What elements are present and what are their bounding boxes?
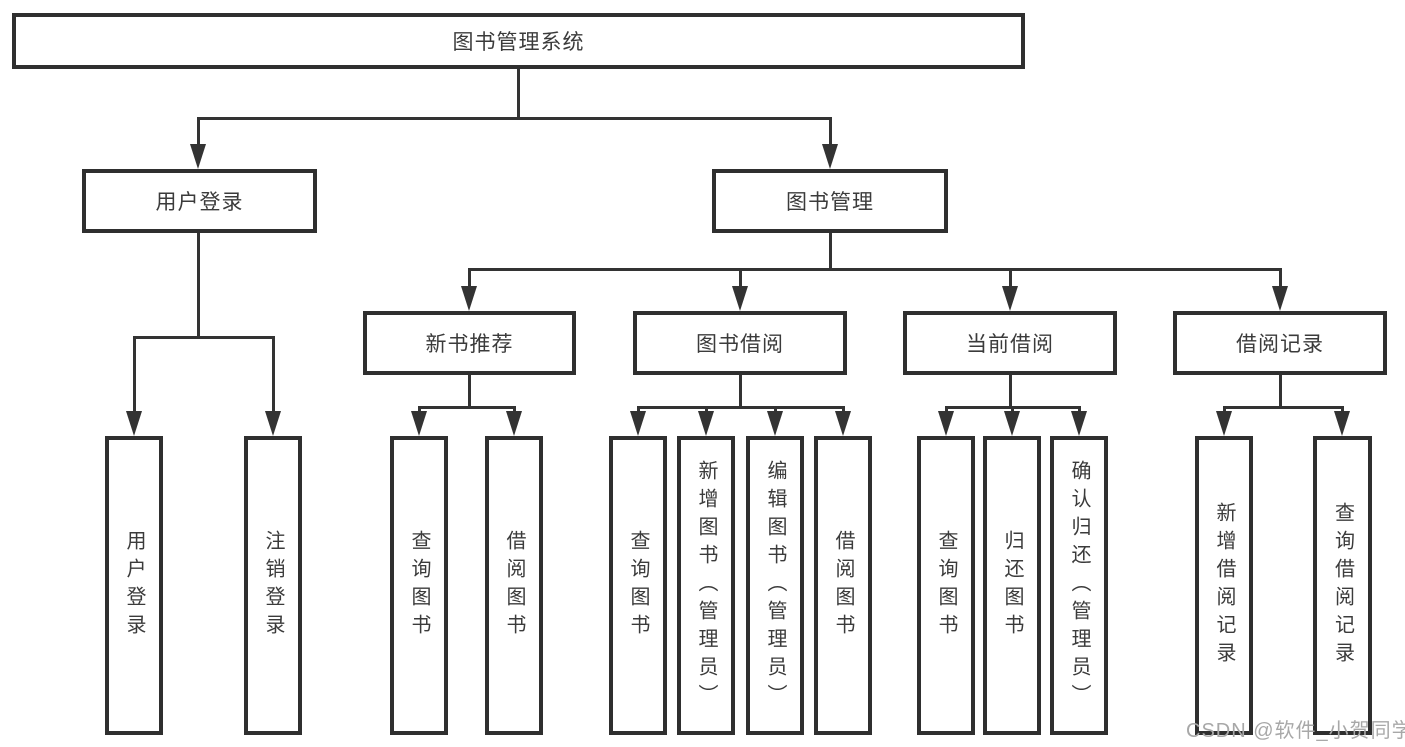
connector-drop-user-login bbox=[197, 117, 200, 149]
connector-stem-book-management bbox=[829, 233, 832, 268]
connector-bar-root bbox=[197, 117, 831, 120]
connector-drop-group bbox=[1279, 268, 1282, 291]
arrow-down-icon bbox=[732, 286, 748, 311]
node-new-book-recommend: 新书推荐 bbox=[363, 311, 576, 375]
connector-drop-leaf bbox=[1341, 406, 1344, 414]
connector-drop-book-management bbox=[829, 117, 832, 149]
node-book-management: 图书管理 bbox=[712, 169, 948, 233]
connector-drop-leaf bbox=[842, 406, 845, 414]
leaf-edit-book-admin: 编辑图书（管理员） bbox=[746, 436, 804, 735]
connector-drop-leaf bbox=[418, 406, 421, 414]
connector-drop-group bbox=[739, 268, 742, 291]
connector-stem-borrow-records bbox=[1279, 375, 1282, 406]
arrow-down-icon bbox=[698, 411, 714, 436]
arrow-down-icon bbox=[411, 411, 427, 436]
node-current-borrow: 当前借阅 bbox=[903, 311, 1117, 375]
connector-stem-book-borrow bbox=[739, 375, 742, 406]
connector-stem-current-borrow bbox=[1009, 375, 1012, 406]
arrow-down-icon bbox=[265, 411, 281, 436]
leaf-add-borrow-record: 新增借阅记录 bbox=[1195, 436, 1253, 735]
connector-drop-leaf bbox=[1078, 406, 1081, 414]
arrow-down-icon bbox=[190, 144, 206, 169]
connector-stem-user-login bbox=[197, 233, 200, 336]
connector-stem-root bbox=[517, 69, 520, 117]
connector-bar-user-login bbox=[133, 336, 274, 339]
leaf-query-books-recommend: 查询图书 bbox=[390, 436, 448, 735]
leaf-borrow-books: 借阅图书 bbox=[814, 436, 872, 735]
connector-bar-book-management bbox=[468, 268, 1281, 271]
connector-drop-leaf bbox=[513, 406, 516, 414]
connector-bar-book-borrow bbox=[637, 406, 844, 409]
arrow-down-icon bbox=[461, 286, 477, 311]
arrow-down-icon bbox=[1004, 411, 1020, 436]
arrow-down-icon bbox=[938, 411, 954, 436]
node-user-login: 用户登录 bbox=[82, 169, 317, 233]
connector-drop-leaf bbox=[945, 406, 948, 414]
connector-stem-new-book bbox=[468, 375, 471, 406]
arrow-down-icon bbox=[1216, 411, 1232, 436]
leaf-confirm-return-admin: 确认归还（管理员） bbox=[1050, 436, 1108, 735]
arrow-down-icon bbox=[822, 144, 838, 169]
connector-drop-group bbox=[468, 268, 471, 291]
leaf-borrow-books-recommend: 借阅图书 bbox=[485, 436, 543, 735]
leaf-logout: 注销登录 bbox=[244, 436, 302, 735]
arrow-down-icon bbox=[506, 411, 522, 436]
arrow-down-icon bbox=[126, 411, 142, 436]
leaf-query-books-current: 查询图书 bbox=[917, 436, 975, 735]
arrow-down-icon bbox=[835, 411, 851, 436]
node-borrow-records: 借阅记录 bbox=[1173, 311, 1387, 375]
connector-drop-leaf bbox=[1223, 406, 1226, 414]
arrow-down-icon bbox=[630, 411, 646, 436]
connector-bar-borrow-records bbox=[1223, 406, 1343, 409]
node-book-borrow: 图书借阅 bbox=[633, 311, 847, 375]
node-root-system: 图书管理系统 bbox=[12, 13, 1025, 69]
connector-drop-leaf bbox=[774, 406, 777, 414]
connector-drop-group bbox=[1009, 268, 1012, 291]
connector-drop-leaf bbox=[133, 336, 136, 414]
leaf-query-borrow-record: 查询借阅记录 bbox=[1313, 436, 1372, 735]
connector-drop-leaf bbox=[705, 406, 708, 414]
leaf-add-book-admin: 新增图书（管理员） bbox=[677, 436, 735, 735]
arrow-down-icon bbox=[1272, 286, 1288, 311]
leaf-query-books-borrow: 查询图书 bbox=[609, 436, 667, 735]
csdn-watermark: CSDN @软件_小贺同学 bbox=[1186, 720, 1405, 742]
connector-bar-new-book bbox=[418, 406, 515, 409]
arrow-down-icon bbox=[1071, 411, 1087, 436]
connector-drop-leaf bbox=[1011, 406, 1014, 414]
leaf-user-login: 用户登录 bbox=[105, 436, 163, 735]
arrow-down-icon bbox=[1002, 286, 1018, 311]
arrow-down-icon bbox=[767, 411, 783, 436]
arrow-down-icon bbox=[1334, 411, 1350, 436]
connector-drop-leaf bbox=[272, 336, 275, 414]
leaf-return-books: 归还图书 bbox=[983, 436, 1041, 735]
connector-drop-leaf bbox=[637, 406, 640, 414]
